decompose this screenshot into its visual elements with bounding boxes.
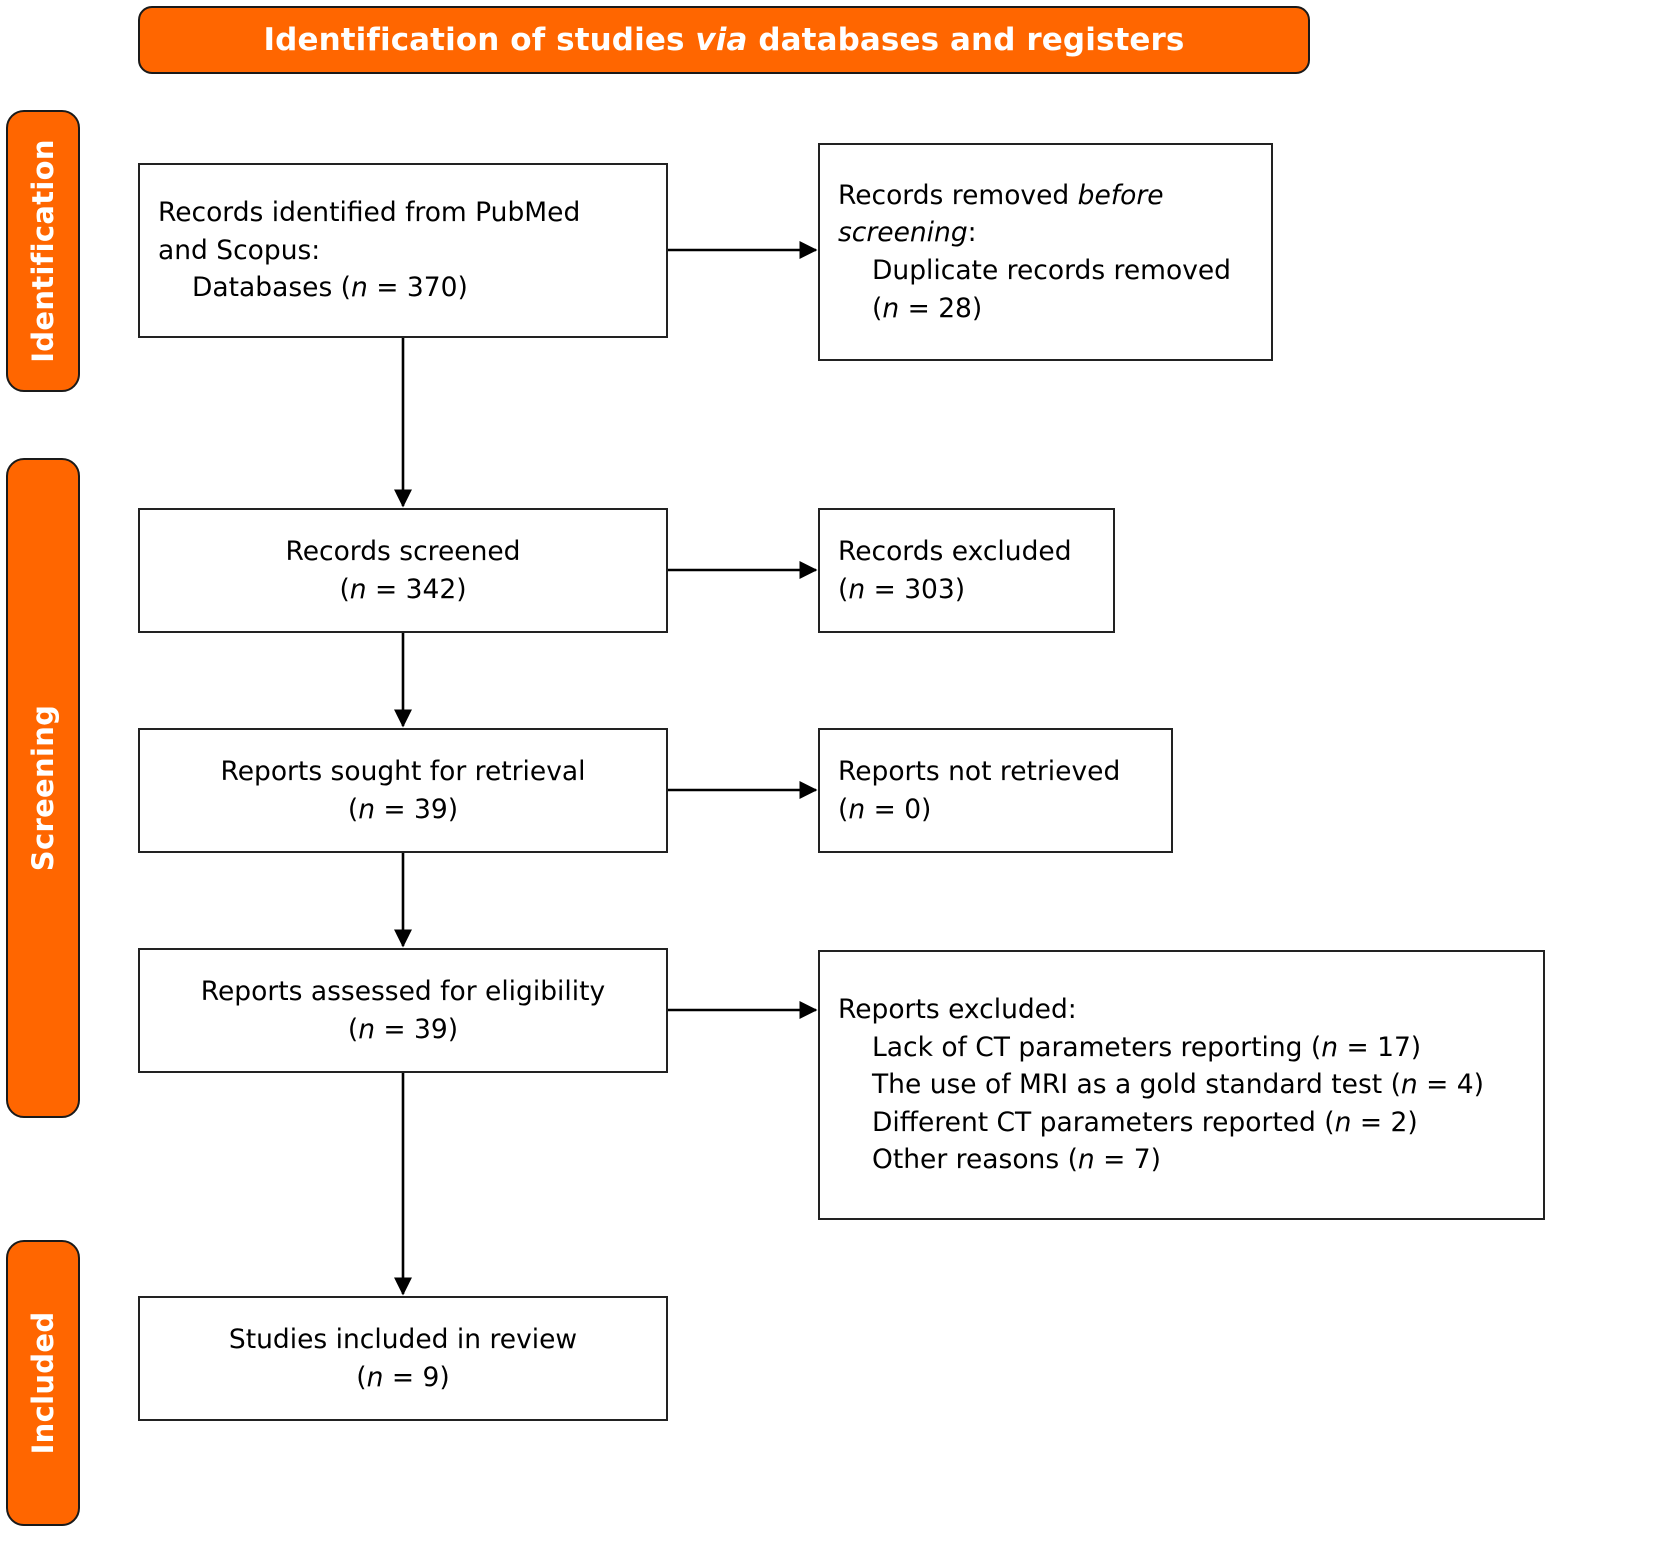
node-records-identified: Records identified from PubMed and Scopu… [138, 163, 668, 338]
node-line: Records removed before [838, 179, 1164, 211]
n-italic: n [366, 1361, 384, 1393]
n-italic: n [358, 1013, 375, 1045]
node-line: Reports assessed for eligibility [200, 975, 606, 1007]
node-line-duplicates: Duplicate records removed [872, 255, 1232, 286]
n-italic: n [1077, 1144, 1095, 1176]
node-records-removed: Records removed before screening: Duplic… [818, 143, 1273, 361]
before-italic: before [1077, 179, 1164, 211]
n-italic: n [1334, 1106, 1352, 1138]
diagram-title-banner: Identification of studies via databases … [138, 6, 1310, 74]
n-italic: n [1400, 1069, 1418, 1101]
n-italic: n [351, 272, 368, 304]
node-line-databases: Databases (n = 370) [192, 272, 468, 304]
n-italic: n [1321, 1031, 1339, 1063]
exclusion-reason-item: Lack of CT parameters reporting (n = 17) [872, 1031, 1422, 1063]
n-italic: n [848, 573, 866, 605]
node-reports-assessed: Reports assessed for eligibility (n = 39… [138, 948, 668, 1073]
screening-italic: screening [838, 217, 968, 249]
node-count: (n = 342) [339, 573, 467, 605]
node-studies-included: Studies included in review (n = 9) [138, 1296, 668, 1421]
node-records-screened: Records screened (n = 342) [138, 508, 668, 633]
node-records-excluded: Records excluded (n = 303) [818, 508, 1115, 633]
node-line: screening: [838, 217, 977, 249]
node-count: (n = 303) [838, 573, 966, 605]
node-line: Reports not retrieved [838, 755, 1121, 787]
node-line: Reports sought for retrieval [220, 755, 586, 787]
n-italic: n [848, 793, 866, 825]
node-reports-excluded: Reports excluded: Lack of CT parameters … [818, 950, 1545, 1220]
node-line: Records identified from PubMed [158, 197, 581, 229]
stage-bar-screening: Screening [6, 458, 80, 1118]
node-line: Records excluded [838, 535, 1072, 567]
node-reports-sought: Reports sought for retrieval (n = 39) [138, 728, 668, 853]
exclusion-reason-item: The use of MRI as a gold standard test (… [872, 1069, 1484, 1101]
n-italic: n [882, 292, 900, 324]
node-count: (n = 39) [347, 1013, 459, 1045]
node-reports-not-retrieved: Reports not retrieved (n = 0) [818, 728, 1173, 853]
node-line: Records screened [285, 535, 521, 567]
stage-label-included: Included [26, 1311, 60, 1455]
stage-label-identification: Identification [26, 139, 60, 363]
node-count: (n = 0) [838, 793, 932, 825]
stage-label-screening: Screening [26, 704, 60, 872]
node-count: (n = 39) [347, 793, 459, 825]
title-via-italic: via [695, 22, 748, 58]
node-line: Studies included in review [228, 1323, 578, 1355]
node-line: and Scopus: [158, 234, 321, 266]
node-count: (n = 9) [356, 1361, 450, 1393]
n-italic: n [349, 573, 367, 605]
exclusion-reason-item: Different CT parameters reported (n = 2) [872, 1106, 1418, 1138]
stage-bar-identification: Identification [6, 110, 80, 392]
node-line-duplicates-count: (n = 28) [872, 292, 983, 324]
n-italic: n [358, 793, 375, 825]
diagram-title-text: Identification of studies via databases … [263, 22, 1185, 58]
node-heading: Reports excluded: [838, 993, 1077, 1025]
stage-bar-included: Included [6, 1240, 80, 1526]
exclusion-reason-item: Other reasons (n = 7) [872, 1144, 1161, 1176]
